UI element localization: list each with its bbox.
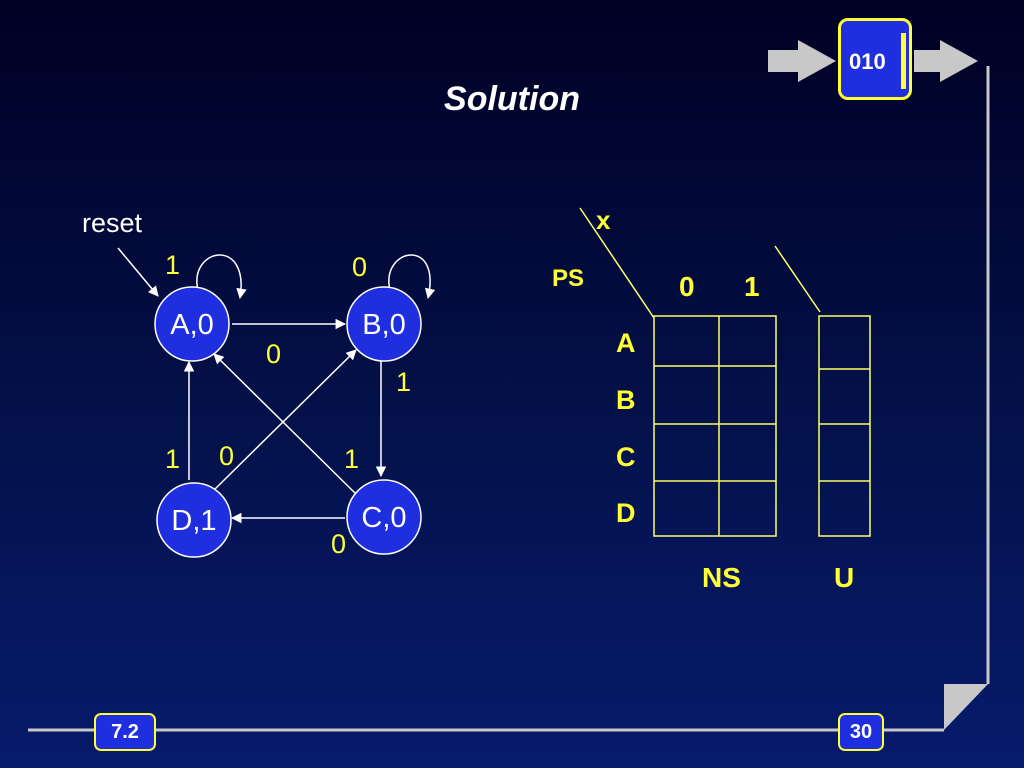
output-label: U <box>834 562 854 593</box>
transition-label-a-a: 1 <box>165 250 180 280</box>
row-label-b: B <box>616 385 636 415</box>
state-transitions <box>117 247 436 524</box>
sequence-arrow-in-icon <box>768 40 836 82</box>
state-table: x PS 0 1 A B C D NS U <box>552 205 871 593</box>
state-label: D,1 <box>171 505 216 537</box>
reset-arrow <box>117 247 159 297</box>
transition-label-b-b: 0 <box>352 252 367 282</box>
transition-b-b <box>388 254 436 300</box>
page-number-badge: 30 <box>838 713 884 751</box>
input-value-0: 0 <box>679 271 695 302</box>
state-label: B,0 <box>362 309 406 341</box>
transition-d-b <box>213 349 357 491</box>
transition-label-c-a: 1 <box>344 444 359 474</box>
reset-label: reset <box>82 208 143 238</box>
section-number-badge: 7.2 <box>94 713 156 751</box>
transition-label-d-a: 1 <box>165 444 180 474</box>
state-node-d: D,1 <box>156 482 232 558</box>
sequence-arrow-out-icon <box>914 40 978 82</box>
slide-title: Solution <box>444 80 580 118</box>
transition-label-b-c: 1 <box>396 367 411 397</box>
state-node-c: C,0 <box>346 479 422 555</box>
state-node-b: B,0 <box>346 286 422 362</box>
transition-a-a <box>196 254 247 300</box>
transition-label-c-d: 0 <box>331 529 346 559</box>
transition-label-d-b: 0 <box>219 441 234 471</box>
next-state-label: NS <box>702 562 741 593</box>
row-label-c: C <box>616 442 636 472</box>
sequence-cursor <box>901 33 906 89</box>
state-node-a: A,0 <box>154 286 230 362</box>
present-state-label: PS <box>552 265 584 292</box>
state-label: A,0 <box>170 309 214 341</box>
row-label-a: A <box>616 328 636 358</box>
sequence-input-value: 010 <box>849 49 886 74</box>
output-grid <box>818 315 871 537</box>
input-label: x <box>596 205 611 235</box>
sequence-input-box: 010 <box>838 18 912 100</box>
slide-frame <box>28 66 990 732</box>
input-value-1: 1 <box>744 271 760 302</box>
next-state-grid <box>653 315 777 537</box>
transition-label-a-b: 0 <box>266 339 281 369</box>
transition-c-a <box>213 353 357 495</box>
row-label-d: D <box>616 498 636 528</box>
state-label: C,0 <box>361 502 406 534</box>
output-header-diagonal <box>774 245 821 313</box>
table-header-diagonal <box>579 207 655 319</box>
page-curl-shape <box>944 684 988 730</box>
